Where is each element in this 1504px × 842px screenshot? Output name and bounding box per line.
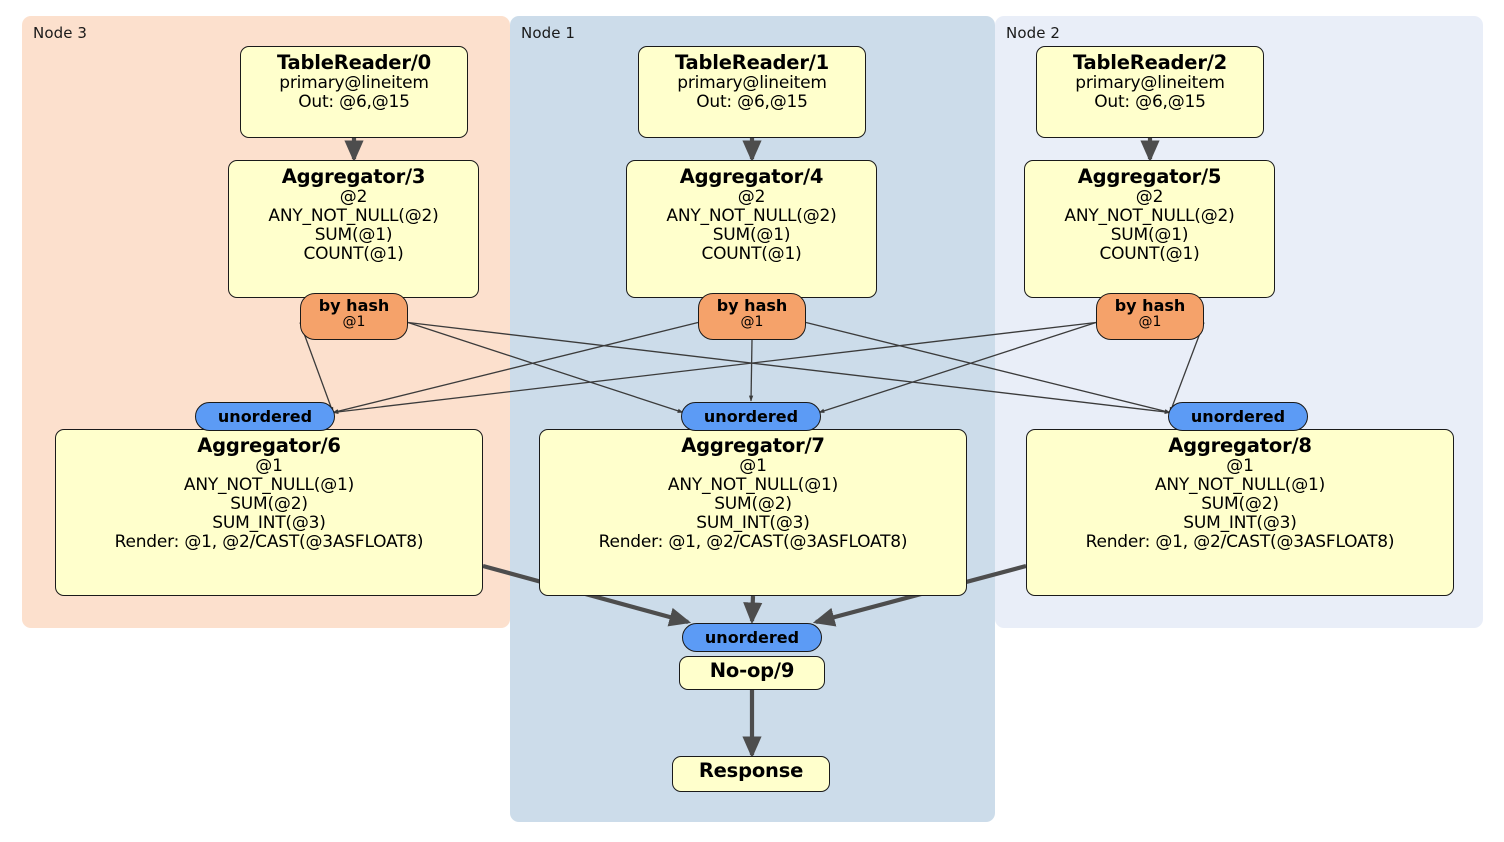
processor-detail-line: @1 bbox=[255, 455, 283, 476]
processor-title: Aggregator/7 bbox=[681, 434, 825, 457]
router-detail-line: @1 bbox=[342, 313, 366, 330]
router-byhash4[interactable]: by hash@1 bbox=[698, 293, 806, 340]
processor-title: Aggregator/5 bbox=[1077, 165, 1222, 188]
sync-unordered8[interactable]: unordered bbox=[1168, 402, 1308, 431]
processor-detail-line: Render: @1, @2/CAST(@3ASFLOAT8) bbox=[598, 531, 908, 552]
processor-detail-line: COUNT(@1) bbox=[701, 243, 802, 264]
processor-detail-line: ANY_NOT_NULL(@1) bbox=[183, 474, 355, 495]
sync-unordered9[interactable]: unordered bbox=[682, 623, 822, 652]
processor-detail-line: SUM(@2) bbox=[1201, 493, 1279, 514]
router-byhash3[interactable]: by hash@1 bbox=[300, 293, 408, 340]
processor-detail-line: SUM(@2) bbox=[714, 493, 792, 514]
processor-detail-line: primary@lineitem bbox=[677, 72, 827, 93]
processor-detail-line: SUM(@1) bbox=[314, 224, 393, 245]
cluster-label-node-3: Node 3 bbox=[33, 24, 88, 42]
sync-unordered7[interactable]: unordered bbox=[681, 402, 821, 431]
router-detail-line: @1 bbox=[1138, 313, 1162, 330]
router-title: by hash bbox=[1114, 296, 1186, 315]
processor-title: Aggregator/8 bbox=[1168, 434, 1312, 457]
processor-detail-line: ANY_NOT_NULL(@2) bbox=[666, 205, 837, 226]
processor-detail-line: SUM_INT(@3) bbox=[696, 512, 810, 533]
processor-detail-line: ANY_NOT_NULL(@1) bbox=[667, 474, 839, 495]
processor-response[interactable]: Response bbox=[672, 756, 830, 792]
processor-detail-line: SUM_INT(@3) bbox=[212, 512, 326, 533]
processor-detail-line: SUM_INT(@3) bbox=[1183, 512, 1297, 533]
processor-detail-line: primary@lineitem bbox=[1075, 72, 1225, 93]
processor-detail-line: ANY_NOT_NULL(@1) bbox=[1154, 474, 1326, 495]
sync-label: unordered bbox=[704, 628, 800, 647]
processor-detail-line: Out: @6,@15 bbox=[298, 91, 410, 112]
processor-detail-line: primary@lineitem bbox=[279, 72, 429, 93]
processor-detail-line: ANY_NOT_NULL(@2) bbox=[1064, 205, 1235, 226]
processor-title: TableReader/0 bbox=[276, 51, 432, 74]
processor-detail-line: Render: @1, @2/CAST(@3ASFLOAT8) bbox=[1085, 531, 1395, 552]
processor-noop9[interactable]: No-op/9 bbox=[679, 656, 825, 690]
sync-label: unordered bbox=[1190, 407, 1286, 426]
processor-detail-line: COUNT(@1) bbox=[1099, 243, 1200, 264]
router-title: by hash bbox=[318, 296, 390, 315]
processor-detail-line: ANY_NOT_NULL(@2) bbox=[268, 205, 439, 226]
sync-label: unordered bbox=[703, 407, 799, 426]
processor-title: Aggregator/4 bbox=[679, 165, 824, 188]
processor-title: Response bbox=[698, 759, 804, 782]
cluster-label-node-2: Node 2 bbox=[1006, 24, 1061, 42]
processor-title: No-op/9 bbox=[709, 659, 795, 682]
cluster-label-node-1: Node 1 bbox=[521, 24, 576, 42]
router-title: by hash bbox=[716, 296, 788, 315]
processor-detail-line: @1 bbox=[1226, 455, 1254, 476]
processor-detail-line: SUM(@1) bbox=[712, 224, 791, 245]
processor-detail-line: SUM(@2) bbox=[230, 493, 308, 514]
processor-detail-line: @2 bbox=[737, 186, 766, 207]
processor-detail-line: SUM(@1) bbox=[1110, 224, 1189, 245]
sync-label: unordered bbox=[217, 407, 313, 426]
router-byhash5[interactable]: by hash@1 bbox=[1096, 293, 1204, 340]
processor-title: Aggregator/6 bbox=[197, 434, 341, 457]
processor-detail-line: @2 bbox=[339, 186, 368, 207]
processor-detail-line: @2 bbox=[1135, 186, 1164, 207]
processor-detail-line: Out: @6,@15 bbox=[696, 91, 808, 112]
processor-title: Aggregator/3 bbox=[281, 165, 426, 188]
processor-detail-line: Out: @6,@15 bbox=[1094, 91, 1206, 112]
processor-detail-line: @1 bbox=[739, 455, 767, 476]
sync-unordered6[interactable]: unordered bbox=[195, 402, 335, 431]
processor-title: TableReader/2 bbox=[1072, 51, 1228, 74]
processor-detail-line: COUNT(@1) bbox=[303, 243, 404, 264]
router-detail-line: @1 bbox=[740, 313, 764, 330]
processor-title: TableReader/1 bbox=[674, 51, 830, 74]
processor-detail-line: Render: @1, @2/CAST(@3ASFLOAT8) bbox=[114, 531, 424, 552]
